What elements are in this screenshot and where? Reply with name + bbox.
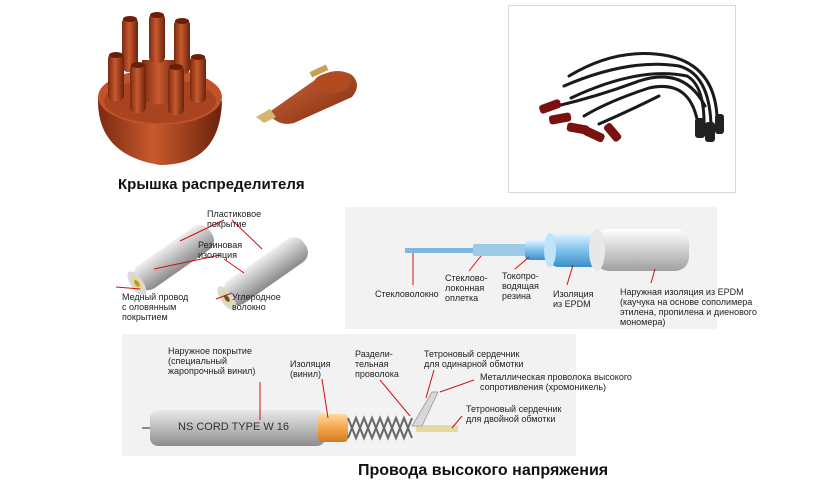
distributor-cap-image — [97, 12, 357, 165]
distributor-caption: Крышка распределителя — [118, 176, 305, 193]
wire-cross-section-drawing — [115, 219, 308, 311]
label-fiberglass: Стекловолокно — [375, 289, 439, 299]
wires-caption: Провода высокого напряжения — [358, 462, 609, 479]
layered-cable-drawing — [405, 229, 689, 286]
label-outer-insulation: Наружная изоляция из EPDM(каучука на осн… — [620, 287, 757, 327]
cable-print-text: NS CORD TYPE W 16 — [178, 421, 290, 433]
ns-cord-drawing — [142, 369, 475, 446]
wire-set-photo — [508, 5, 736, 193]
distributor-illustration — [70, 5, 370, 175]
label-vinyl-insulation: Изоляция(винил) — [290, 359, 331, 379]
ignition-wires-image — [539, 52, 724, 143]
